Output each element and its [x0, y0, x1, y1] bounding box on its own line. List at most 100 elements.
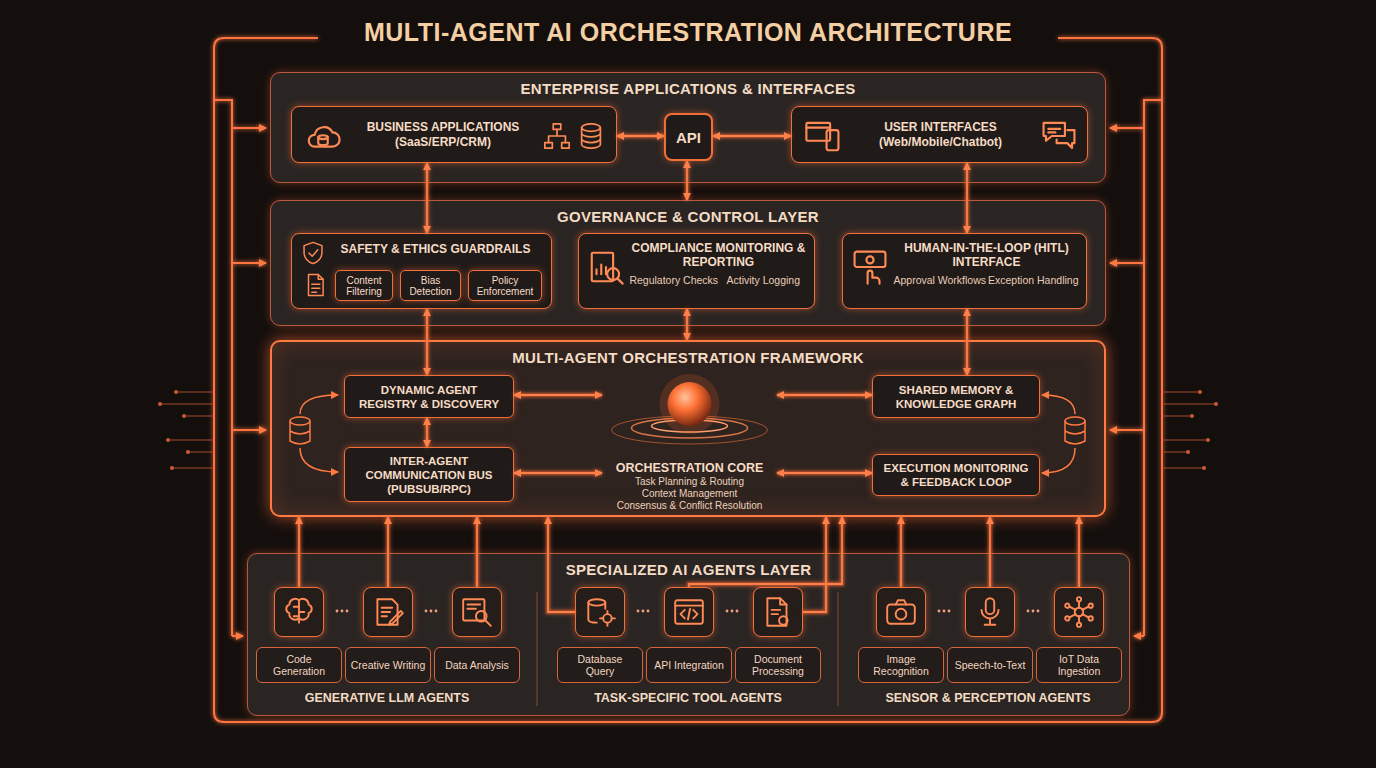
decor-shape — [309, 274, 324, 295]
decor-shape — [304, 242, 322, 263]
api-label: API — [676, 129, 701, 146]
diagram-title: MULTI-AGENT AI ORCHESTRATION ARCHITECTUR… — [350, 18, 1026, 47]
core-item: Consensus & Conflict Resolution — [617, 500, 763, 512]
doc-icon — [302, 272, 328, 298]
decor-shape — [896, 600, 907, 604]
connector-glow — [965, 309, 970, 375]
decor-shape — [1162, 392, 1216, 468]
box-title: EXECUTION MONITORING & FEEDBACK LOOP — [879, 461, 1033, 489]
decor-shape — [214, 38, 1162, 722]
org-icon — [542, 121, 572, 151]
bus-box: INTER-AGENT COMMUNICATION BUS (PUBSUB/RP… — [344, 447, 514, 502]
connector-glow — [685, 309, 690, 340]
docgear-icon — [761, 595, 795, 629]
decor-shape — [300, 448, 338, 472]
decor-shape — [467, 605, 480, 609]
hitl-box: HUMAN-IN-THE-LOOP (HITL) INTERFACEApprov… — [842, 233, 1087, 309]
screen-icon — [804, 117, 842, 155]
agent-icon-box — [965, 587, 1015, 637]
db-icon — [576, 121, 606, 151]
decor-shape — [232, 262, 266, 264]
agent-node: Document Processing — [735, 587, 821, 687]
connector — [617, 135, 664, 137]
decor-shape — [1037, 610, 1040, 613]
mic-icon — [973, 595, 1007, 629]
agent-node: Creative Writing — [345, 587, 431, 687]
chat-icon — [1040, 117, 1078, 155]
decor-shape — [160, 392, 214, 468]
decor-shape — [736, 610, 739, 613]
decor-shape — [1042, 448, 1075, 473]
decor-shape — [1057, 130, 1075, 148]
dbgear-icon — [583, 595, 617, 629]
net-icon — [1062, 595, 1096, 629]
agent-icon-box — [753, 587, 803, 637]
decor-shape — [182, 414, 186, 418]
connector-glow — [777, 471, 872, 476]
connector — [989, 517, 991, 587]
connector-glow — [475, 517, 480, 587]
sub-row: Approval WorkflowsException Handling — [893, 274, 1080, 286]
decor-shape — [309, 250, 318, 257]
agent-label: Speech-to-Text — [955, 659, 1026, 671]
decor-shape — [300, 395, 338, 414]
decor-shape — [290, 421, 310, 444]
decor-shape — [675, 606, 703, 620]
agent-label: Data Analysis — [445, 659, 509, 671]
chart-icon — [587, 248, 625, 286]
decor-shape — [772, 598, 787, 614]
decor-shape — [186, 450, 190, 454]
agent-label: IoT Data Ingestion — [1041, 653, 1117, 677]
decor-shape — [603, 614, 612, 623]
decor-shape — [647, 610, 650, 613]
decor-shape — [174, 390, 178, 394]
decor-shape — [389, 611, 403, 625]
decor-shape — [430, 610, 433, 613]
decor-shape — [1065, 421, 1085, 444]
core-title: ORCHESTRATION CORE — [616, 461, 764, 476]
policy-pill: Content Filtering — [335, 270, 393, 301]
connector — [514, 472, 602, 474]
decor-shape — [336, 610, 339, 613]
sub-row: Regulatory ChecksActivity Logging — [629, 274, 808, 286]
monitor-box: EXECUTION MONITORING & FEEDBACK LOOP — [872, 454, 1040, 496]
decor-shape — [1048, 129, 1060, 133]
decor-shape — [1206, 438, 1210, 442]
decor-shape — [675, 600, 703, 623]
agent-label-box: IoT Data Ingestion — [1036, 647, 1122, 683]
decor-shape — [214, 38, 1162, 722]
connector-glow — [803, 517, 826, 612]
connector — [298, 517, 300, 587]
box-title: DYNAMIC AGENT REGISTRY & DISCOVERY — [351, 383, 507, 411]
policy-pill: Bias Detection — [400, 270, 461, 301]
connector — [966, 309, 968, 375]
agent-icon-box — [1054, 587, 1104, 637]
decor-shape — [866, 256, 873, 263]
agent-node: Database Query — [557, 587, 643, 687]
decor-shape — [731, 610, 734, 613]
decor-shape — [336, 610, 1040, 613]
layer-title: SPECIALIZED AI AGENTS LAYER — [566, 561, 812, 578]
decor-shape — [827, 130, 839, 150]
decor-shape — [767, 598, 786, 626]
connector — [900, 517, 902, 587]
connector-glow — [425, 163, 430, 233]
layer-band: GOVERNANCE & CONTROL LAYERSAFETY & ETHIC… — [270, 200, 1106, 326]
interface-box: USER INTERFACES (Web/Mobile/Chatbot) — [791, 106, 1088, 163]
decor-shape — [597, 265, 607, 275]
decor-shape — [463, 599, 484, 620]
agent-label-box: Data Analysis — [434, 647, 520, 683]
decor-shape — [435, 610, 438, 613]
connector-glow — [713, 134, 791, 139]
decor-shape — [1042, 395, 1075, 414]
agent-node: Image Recognition — [858, 587, 944, 687]
decor-shape — [938, 610, 941, 613]
connector-glow — [297, 517, 302, 587]
connector-glow — [514, 393, 602, 398]
decor-shape — [341, 610, 344, 613]
agent-icon-box — [274, 587, 324, 637]
decor-shape — [1198, 390, 1202, 394]
sub-item: Approval Workflows — [893, 274, 987, 286]
